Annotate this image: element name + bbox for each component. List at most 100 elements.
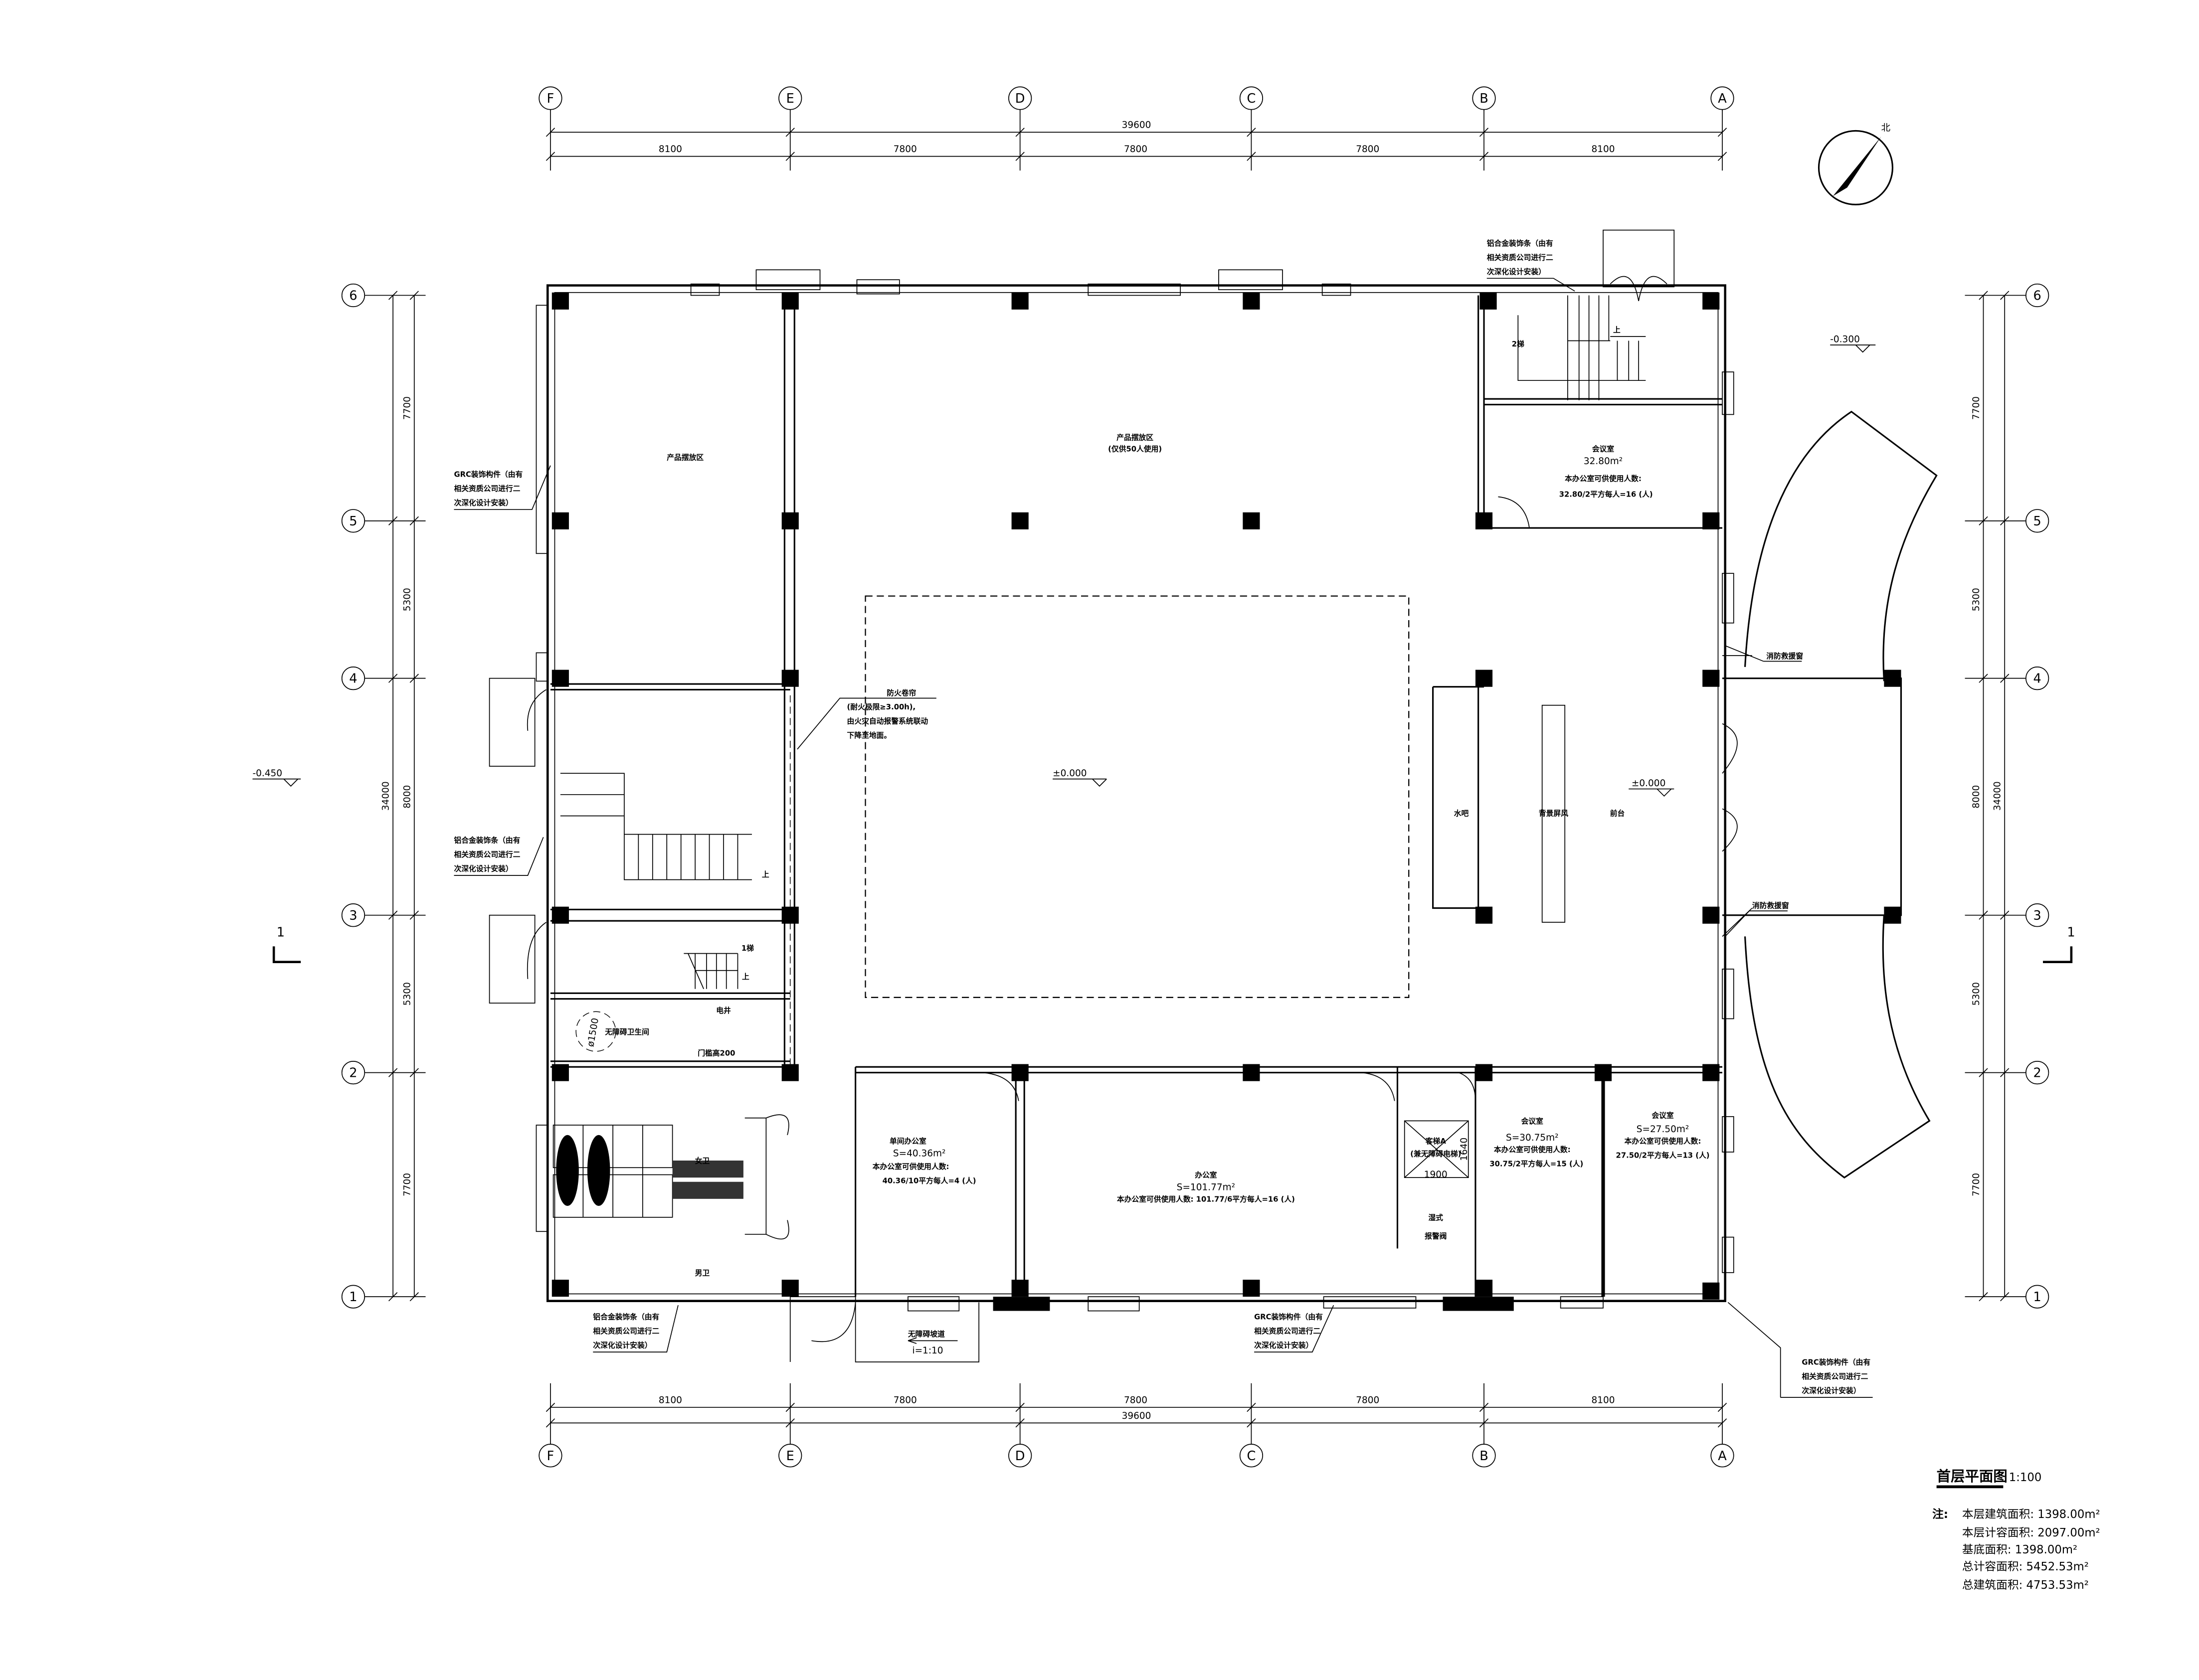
grid-bubble-6-left: 6 [341, 283, 366, 308]
alu-note-north: 铝合金装饰条（由有 相关资质公司进行二 次深化设计安装） [1487, 239, 1575, 292]
svg-text:相关资质公司进行二: 相关资质公司进行二 [593, 1327, 659, 1336]
turning-diameter: ø1500 [585, 1017, 601, 1047]
column [781, 1280, 799, 1297]
dim-horizontal-segment: 7800 [894, 144, 917, 155]
meeting-a-cap-label: 本办公室可供使用人数: [1625, 1137, 1701, 1146]
grid-bubble-F-bottom: F [539, 1444, 562, 1468]
svg-text:E: E [786, 1449, 794, 1464]
column [551, 670, 569, 687]
svg-text:6: 6 [2033, 289, 2041, 304]
label-exhibit-main: 产品摆放区 [1116, 433, 1153, 442]
svg-text:防火卷帘: 防火卷帘 [887, 688, 916, 697]
svg-text:GRC装饰构件（由有: GRC装饰构件（由有 [1254, 1313, 1323, 1322]
svg-text:A: A [1718, 91, 1727, 106]
dim-vertical-segment: 5300 [1971, 982, 1982, 1006]
svg-text:GRC装饰构件（由有: GRC装饰构件（由有 [454, 470, 523, 479]
meeting-a-cap: 27.50/2平方每人=13 (人) [1616, 1151, 1710, 1160]
stair-1-up: 上 [742, 973, 749, 981]
stair-main-up: 上 [762, 870, 769, 879]
elevator-note: (兼无障碍电梯) [1410, 1149, 1461, 1158]
grc-note-south: GRC装饰构件（由有 相关资质公司进行二 次深化设计安装） [1254, 1305, 1334, 1352]
note-2: 本层计容面积: 2097.00m² [1962, 1526, 2100, 1539]
grid-bubble-2-right: 2 [2025, 1060, 2049, 1085]
note-4: 总计容面积: 5452.53m² [1962, 1560, 2089, 1573]
svg-text:铝合金装饰条（由有: 铝合金装饰条（由有 [593, 1313, 659, 1322]
column [1702, 670, 1720, 687]
label-exhibit-west: 产品摆放区 [667, 453, 704, 462]
svg-text:C: C [1247, 91, 1256, 106]
column [1011, 1064, 1029, 1081]
dim-vertical-segment: 5300 [402, 588, 412, 611]
grid-bubble-D-bottom: D [1008, 1444, 1032, 1468]
svg-text:2: 2 [349, 1066, 357, 1081]
meeting-a-name: 会议室 [1651, 1111, 1674, 1120]
dim-horizontal-segment: 8100 [659, 1395, 682, 1406]
svg-text:次深化设计安装）: 次深化设计安装） [593, 1341, 652, 1350]
grid-bubble-4-left: 4 [341, 667, 366, 690]
svg-text:相关资质公司进行二: 相关资质公司进行二 [454, 850, 520, 859]
column [1243, 1280, 1260, 1297]
svg-text:B: B [1479, 91, 1488, 106]
svg-text:次深化设计安装）: 次深化设计安装） [454, 864, 513, 873]
svg-text:相关资质公司进行二: 相关资质公司进行二 [1802, 1372, 1868, 1381]
column [1475, 906, 1493, 924]
column [781, 670, 799, 687]
dim-vertical-segment: 5300 [402, 982, 412, 1006]
meeting-north-area: 32.80m² [1584, 456, 1623, 467]
elevator-width: 1900 [1424, 1170, 1448, 1180]
svg-text:下降至地面。: 下降至地面。 [847, 731, 892, 740]
grid-bubble-C-top: C [1239, 86, 1264, 110]
column [1702, 1064, 1720, 1081]
svg-text:E: E [786, 91, 794, 106]
column [1702, 292, 1720, 310]
dim-horizontal-segment: 7800 [894, 1395, 917, 1406]
dim-horizontal-segment: 8100 [659, 144, 682, 155]
shaft-label: 电井 [716, 1006, 731, 1015]
svg-text:D: D [1015, 1449, 1025, 1464]
dim-vertical-segment: 7700 [402, 396, 412, 420]
annotations: GRC装饰构件（由有 相关资质公司进行二 次深化设计安装） 铝合金装饰条（由有 … [454, 239, 1873, 1398]
reception-label: 前台 [1610, 809, 1625, 818]
meeting-b-area: S=30.75m² [1506, 1133, 1559, 1143]
grid-bubble-F-top: F [539, 86, 562, 110]
dim-horizontal-segment: 8100 [1592, 1395, 1615, 1406]
stair-2-label: 2梯 [1512, 339, 1524, 348]
meeting-north-name: 会议室 [1592, 444, 1615, 453]
dim-horizontal-total: 39600 [1122, 120, 1151, 131]
north-arrow: 北 [1818, 123, 1894, 205]
dim-vertical-segment: 7700 [1971, 396, 1982, 420]
elevation-east: -0.300 [1830, 334, 1860, 344]
drawing-scale: 1:100 [2009, 1471, 2042, 1484]
column [781, 292, 799, 310]
office-name: 办公室 [1195, 1171, 1217, 1179]
svg-text:1: 1 [2033, 1290, 2041, 1305]
column [1011, 512, 1029, 529]
elevation-hall: ±0.000 [1053, 768, 1087, 779]
column [551, 906, 569, 924]
svg-text:(耐火极限≥3.00h),: (耐火极限≥3.00h), [847, 702, 916, 711]
grid-bubble-2-left: 2 [341, 1060, 366, 1085]
accessible-wc-label: 无障碍卫生间 [604, 1027, 649, 1036]
dim-horizontal-segment: 7800 [1356, 144, 1379, 155]
elevation-lobby: ±0.000 [1632, 778, 1665, 789]
water-bar-label: 水吧 [1454, 809, 1469, 818]
svg-text:铝合金装饰条（由有: 铝合金装饰条（由有 [454, 836, 520, 845]
column [1884, 670, 1901, 687]
rescue-window-note-1: 消防救援窗 [1766, 652, 1803, 661]
grid-bubble-5-right: 5 [2025, 509, 2049, 533]
grid-bubble-D-top: D [1008, 86, 1032, 110]
grc-note-west: GRC装饰构件（由有 相关资质公司进行二 次深化设计安装） [454, 465, 551, 510]
svg-text:F: F [547, 1449, 554, 1464]
svg-text:GRC装饰构件（由有: GRC装饰构件（由有 [1802, 1358, 1870, 1367]
column [1243, 1064, 1260, 1081]
valve-room-label-1: 湿式 [1429, 1213, 1444, 1222]
meeting-north-cap: 32.80/2平方每人=16 (人) [1559, 490, 1653, 499]
svg-text:C: C [1247, 1449, 1256, 1464]
fire-shutter-note: 防火卷帘 (耐火极限≥3.00h), 由火灾自动报警系统联动 下降至地面。 [790, 688, 936, 1064]
north-label: 北 [1881, 123, 1890, 133]
column [1479, 292, 1497, 310]
office-area: S=101.77m² [1177, 1182, 1235, 1193]
dim-horizontal-segment: 7800 [1356, 1395, 1379, 1406]
dim-horizontal-segment: 7800 [1124, 1395, 1147, 1406]
